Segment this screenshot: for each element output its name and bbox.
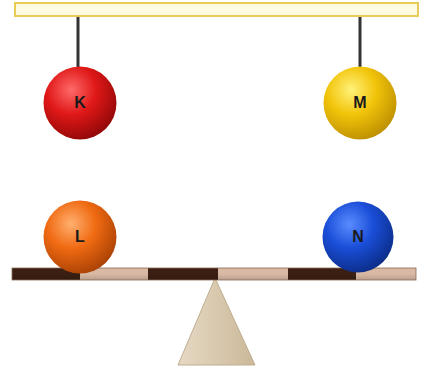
- ball-label: L: [75, 229, 85, 245]
- ball-circle: [324, 67, 397, 140]
- ball-circle: [44, 201, 117, 274]
- ball-label: N: [352, 229, 364, 245]
- ball: L: [43, 200, 117, 274]
- ball: N: [322, 201, 394, 273]
- ceiling-bar: [15, 3, 418, 16]
- ball-circle: [323, 202, 394, 273]
- ball: K: [43, 66, 117, 140]
- fulcrum: [178, 278, 255, 365]
- plank-shade: [12, 274, 416, 280]
- hanging-string: [359, 17, 362, 70]
- hanging-string: [77, 17, 80, 70]
- ball: M: [323, 66, 397, 140]
- ball-circle: [44, 67, 117, 140]
- ceiling-bar-edge: [15, 15, 418, 17]
- ball-label: M: [353, 95, 366, 111]
- ball-label: K: [74, 95, 86, 111]
